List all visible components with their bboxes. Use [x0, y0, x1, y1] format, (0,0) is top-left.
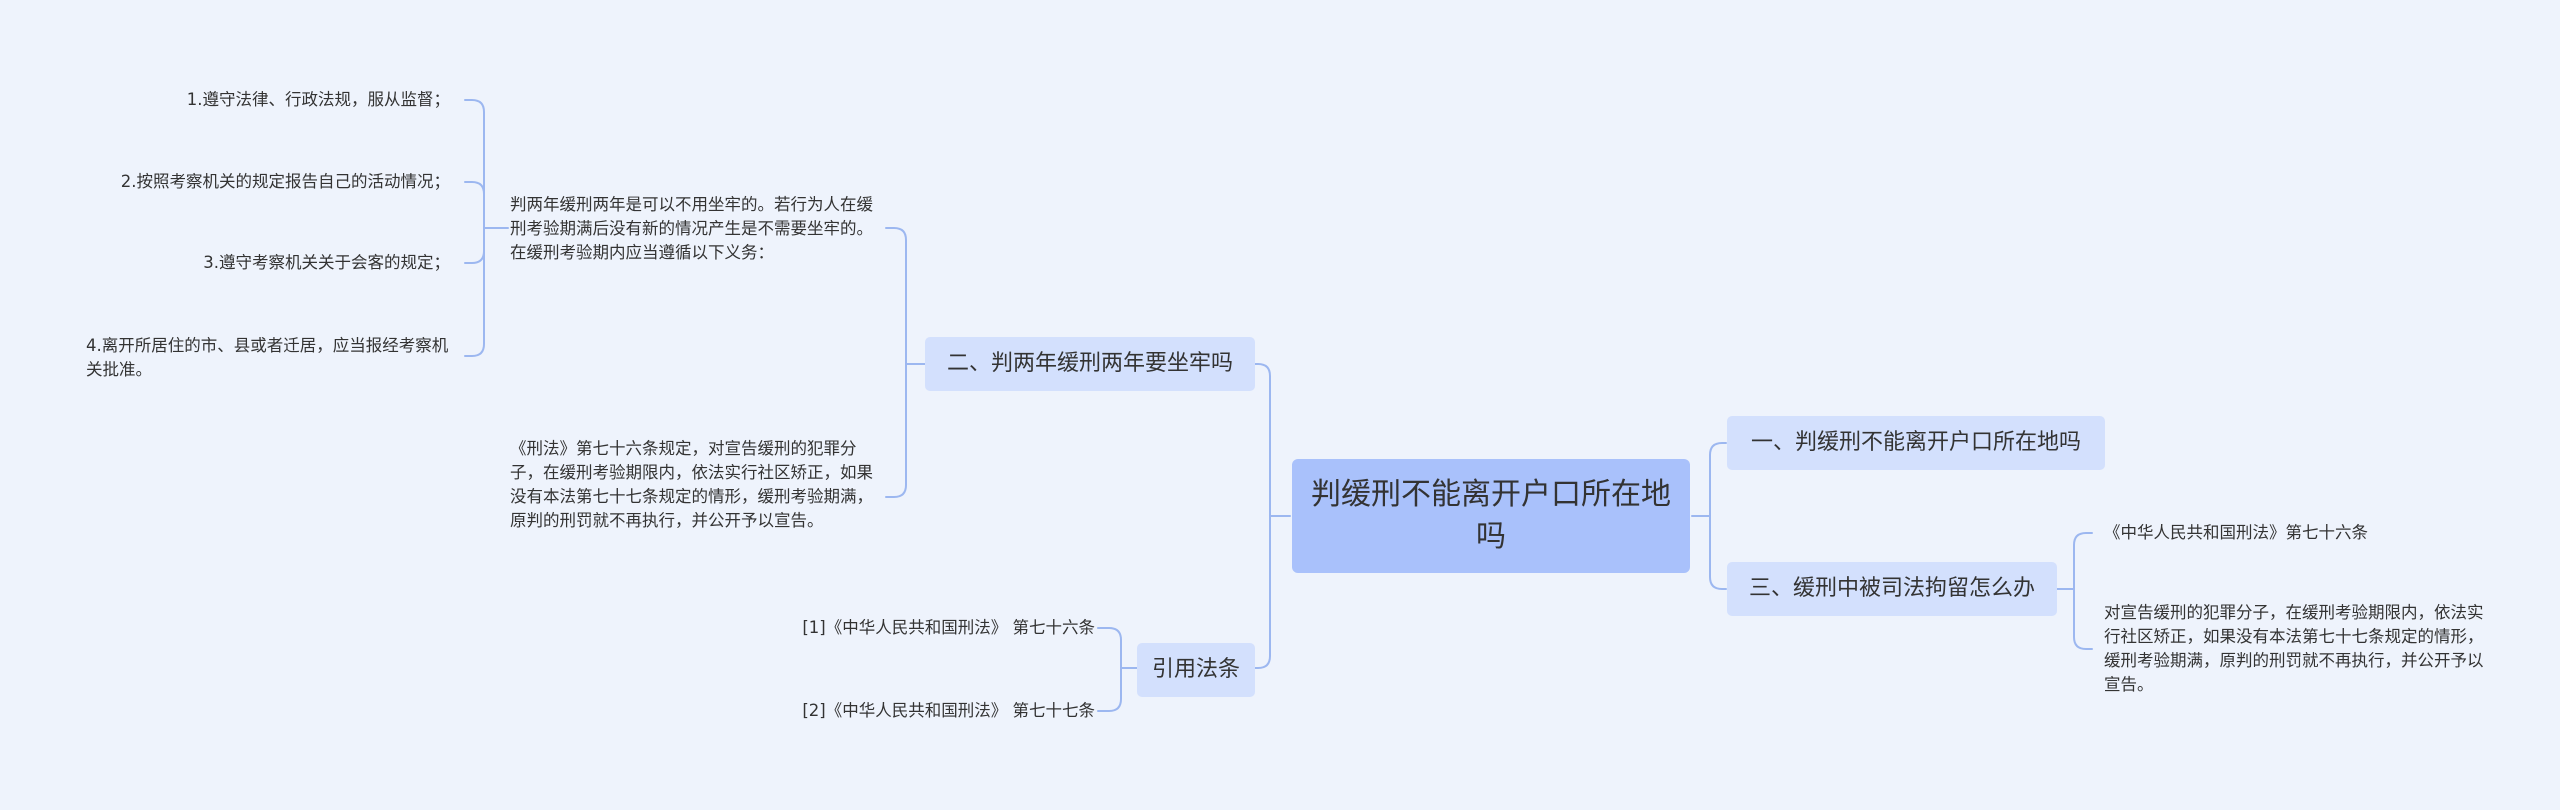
duty-item-4: 4.离开所居住的市、县或者迁居，应当报经考察机关批准。	[86, 336, 449, 379]
branch-node-3[interactable]: 三、缓刑中被司法拘留怎么办	[1727, 562, 2057, 616]
branch-node-1[interactable]: 一、判缓刑不能离开户口所在地吗	[1727, 416, 2105, 470]
duty-item-1: 1.遵守法律、行政法规，服从监督；	[186, 90, 450, 109]
duty-item-2: 2.按照考察机关的规定报告自己的活动情况；	[120, 172, 450, 191]
b3-detail-text: 对宣告缓刑的犯罪分子，在缓刑考验期限内，依法实行社区矫正，如果没有本法第七十七条…	[2104, 603, 2484, 694]
branch-1-label: 一、判缓刑不能离开户口所在地吗	[1750, 430, 2081, 455]
b2-intro-text: 判两年缓刑两年是可以不用坐牢的。若行为人在缓刑考验期满后没有新的情况产生是不需要…	[510, 195, 873, 262]
branch-node-2[interactable]: 二、判两年缓刑两年要坐牢吗	[925, 337, 1255, 391]
branch-2-label: 二、判两年缓刑两年要坐牢吗	[946, 351, 1233, 376]
branch-4-label: 引用法条	[1151, 657, 1240, 682]
duty-item-3: 3.遵守考察机关关于会客的规定；	[203, 253, 450, 272]
branch-node-4[interactable]: 引用法条	[1137, 643, 1255, 697]
ref-item-2: [2]《中华人民共和国刑法》 第七十七条	[802, 701, 1095, 720]
root-title: 判缓刑不能离开户口所在地吗	[1311, 477, 1671, 554]
b3-source-text: 《中华人民共和国刑法》第七十六条	[2104, 523, 2368, 542]
root-node[interactable]: 判缓刑不能离开户口所在地吗	[1292, 459, 1690, 573]
branch-3-label: 三、缓刑中被司法拘留怎么办	[1748, 576, 2035, 601]
b2-law-note: 《刑法》第七十六条规定，对宣告缓刑的犯罪分子，在缓刑考验期限内，依法实行社区矫正…	[510, 439, 873, 530]
ref-item-1: [1]《中华人民共和国刑法》 第七十六条	[802, 618, 1095, 637]
